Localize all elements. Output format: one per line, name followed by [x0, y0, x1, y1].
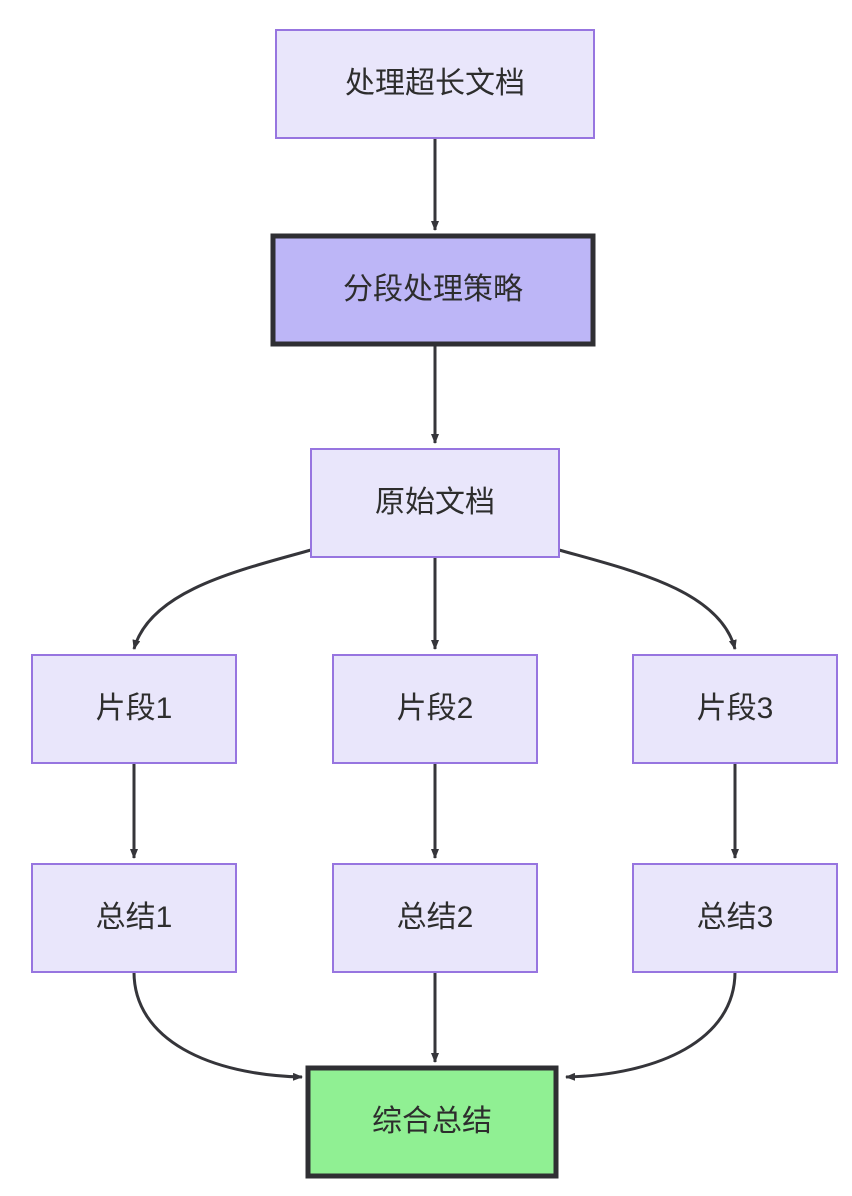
flow-node-n5[interactable]: 片段3	[632, 654, 838, 764]
flow-node-box-n0[interactable]	[275, 29, 595, 139]
flow-node-box-n3[interactable]	[31, 654, 237, 764]
flow-node-n8[interactable]: 总结3	[632, 863, 838, 973]
flow-node-box-n4[interactable]	[332, 654, 538, 764]
flow-node-label-n7: 总结2	[397, 901, 474, 934]
flow-node-n0[interactable]: 处理超长文档	[275, 29, 595, 139]
flow-node-n3[interactable]: 片段1	[31, 654, 237, 764]
flow-node-label-n8: 总结3	[697, 901, 774, 934]
flow-node-n6[interactable]: 总结1	[31, 863, 237, 973]
flow-node-box-n9[interactable]	[305, 1065, 559, 1179]
flow-node-label-n1: 分段处理策略	[343, 273, 523, 306]
flow-node-label-n5: 片段3	[697, 692, 774, 725]
flow-node-label-n4: 片段2	[397, 692, 474, 725]
flow-edge-n8-to-n9	[565, 971, 737, 1081]
flow-node-box-n6[interactable]	[31, 863, 237, 973]
flow-edge-n6-to-n9	[132, 971, 303, 1081]
flow-node-label-n6: 总结1	[96, 901, 173, 934]
flow-node-box-n8[interactable]	[632, 863, 838, 973]
flow-node-label-n0: 处理超长文档	[345, 67, 525, 100]
flow-node-n2[interactable]: 原始文档	[310, 448, 560, 558]
flow-node-box-n5[interactable]	[632, 654, 838, 764]
flow-node-label-n9: 综合总结	[372, 1105, 492, 1138]
flow-node-box-n7[interactable]	[332, 863, 538, 973]
flow-node-n4[interactable]: 片段2	[332, 654, 538, 764]
flow-node-n9[interactable]: 综合总结	[305, 1065, 559, 1179]
flow-node-n1[interactable]: 分段处理策略	[270, 233, 596, 347]
flow-node-label-n3: 片段1	[96, 692, 173, 725]
flow-edge-n2-to-n5	[558, 548, 737, 650]
flow-node-box-n2[interactable]	[310, 448, 560, 558]
flow-node-label-n2: 原始文档	[375, 486, 495, 519]
flow-edge-n2-to-n3	[132, 548, 312, 650]
flow-node-n7[interactable]: 总结2	[332, 863, 538, 973]
edges-layer	[130, 138, 739, 1081]
flow-node-box-n1[interactable]	[270, 233, 596, 347]
